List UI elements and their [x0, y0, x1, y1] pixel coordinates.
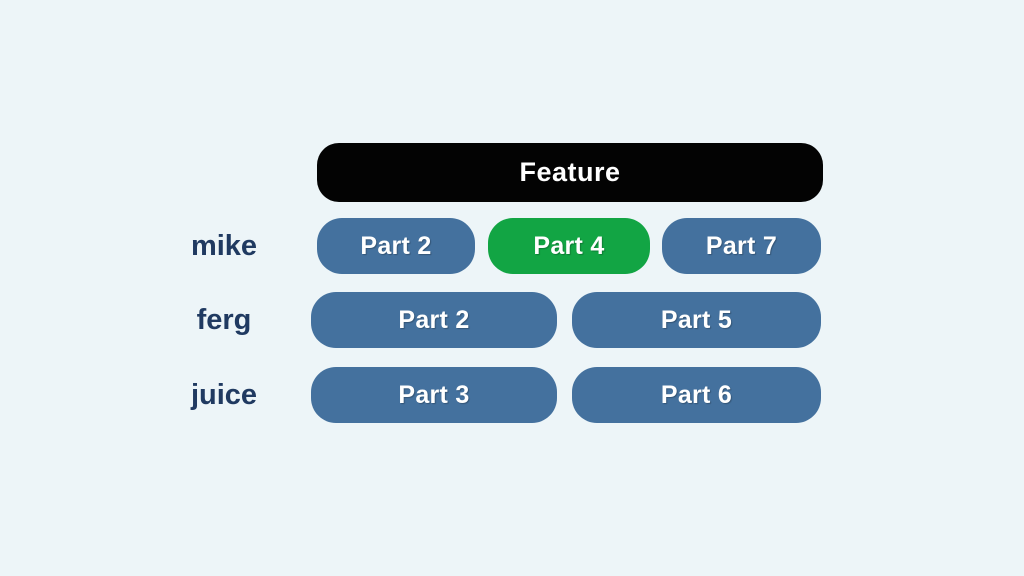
part-pill-highlighted: Part 4: [488, 218, 650, 274]
row-label-ferg: ferg: [196, 303, 252, 336]
feature-header-bar: Feature: [317, 143, 823, 202]
part-pill: Part 6: [572, 367, 821, 423]
part-pill: Part 2: [311, 292, 557, 348]
part-pill: Part 3: [311, 367, 557, 423]
row-label-juice: juice: [190, 378, 258, 411]
part-pill: Part 5: [572, 292, 821, 348]
part-pill: Part 7: [662, 218, 821, 274]
row-label-mike: mike: [190, 229, 258, 262]
part-pill: Part 2: [317, 218, 475, 274]
